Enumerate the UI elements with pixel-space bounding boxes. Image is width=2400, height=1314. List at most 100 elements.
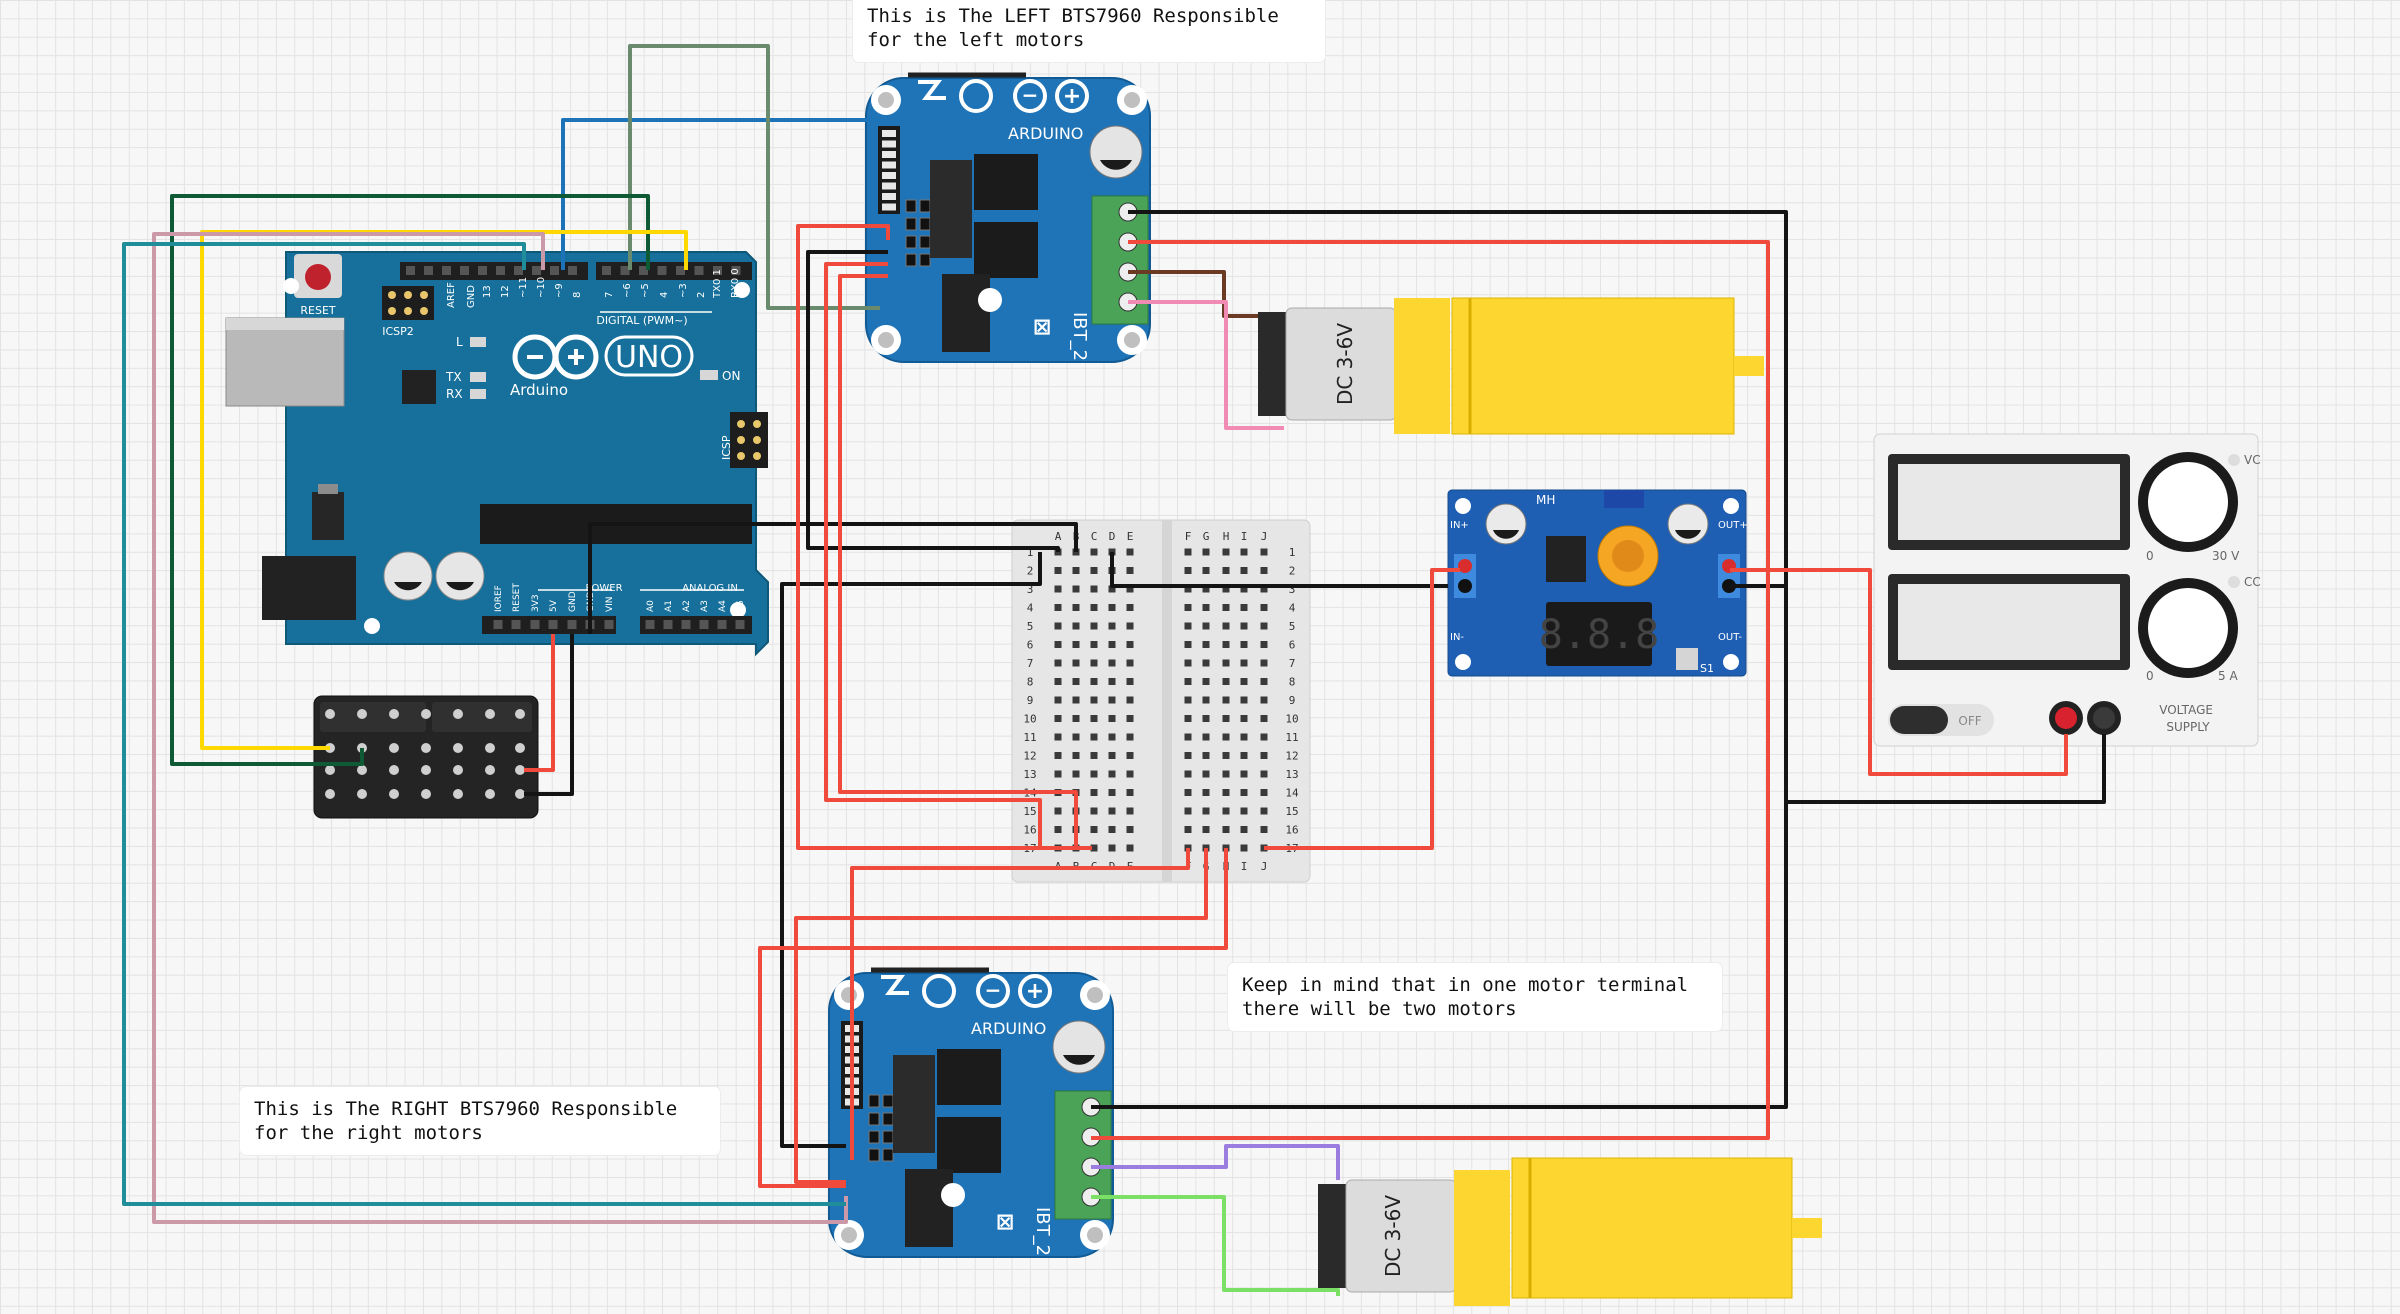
breadboard-hole[interactable] — [1072, 715, 1080, 722]
breadboard-hole[interactable] — [1240, 807, 1248, 815]
breadboard-hole[interactable] — [1222, 733, 1230, 741]
breadboard-hole[interactable] — [1240, 826, 1248, 833]
breadboard-hole[interactable] — [1108, 752, 1116, 759]
breadboard-hole[interactable] — [1184, 678, 1192, 685]
breadboard-hole[interactable] — [1126, 604, 1134, 611]
breadboard-hole[interactable] — [1090, 678, 1098, 685]
breadboard-hole[interactable] — [1108, 585, 1116, 593]
breadboard-hole[interactable] — [1072, 733, 1080, 741]
breadboard-hole[interactable] — [1222, 548, 1230, 556]
breadboard-hole[interactable] — [1184, 604, 1192, 611]
breadboard-hole[interactable] — [1222, 622, 1230, 630]
breadboard-hole[interactable] — [1222, 604, 1230, 611]
breadboard-hole[interactable] — [1090, 604, 1098, 611]
breadboard-hole[interactable] — [1260, 622, 1268, 630]
breadboard-hole[interactable] — [1072, 622, 1080, 630]
breadboard-hole[interactable] — [1260, 826, 1268, 833]
breadboard-hole[interactable] — [1126, 567, 1134, 574]
breadboard-hole[interactable] — [1126, 715, 1134, 722]
breadboard-hole[interactable] — [1072, 585, 1080, 593]
breadboard-hole[interactable] — [1260, 789, 1268, 796]
breadboard-hole[interactable] — [1260, 807, 1268, 815]
breadboard-hole[interactable] — [1108, 659, 1116, 667]
breadboard-hole[interactable] — [1184, 826, 1192, 833]
breadboard-hole[interactable] — [1202, 678, 1210, 685]
power-supply[interactable]: VC CC 0 30 V 0 5 A OFF VOLTAGE SUPPLY — [1873, 433, 2261, 747]
breadboard-hole[interactable] — [1108, 770, 1116, 778]
breadboard-hole[interactable] — [1202, 622, 1210, 630]
breadboard-hole[interactable] — [1260, 585, 1268, 593]
breadboard-hole[interactable] — [1090, 548, 1098, 556]
breadboard-hole[interactable] — [1222, 789, 1230, 796]
breadboard-hole[interactable] — [1240, 733, 1248, 741]
breadboard-hole[interactable] — [1260, 548, 1268, 556]
breadboard-hole[interactable] — [1222, 641, 1230, 648]
breadboard-hole[interactable] — [1240, 567, 1248, 574]
breadboard-hole[interactable] — [1054, 715, 1062, 722]
breadboard-hole[interactable] — [1184, 585, 1192, 593]
breadboard-hole[interactable] — [1222, 826, 1230, 833]
breadboard-hole[interactable] — [1054, 752, 1062, 759]
breadboard-hole[interactable] — [1202, 585, 1210, 593]
breadboard-hole[interactable] — [1184, 807, 1192, 815]
breadboard-hole[interactable] — [1108, 807, 1116, 815]
breadboard-hole[interactable] — [1240, 752, 1248, 759]
breadboard-hole[interactable] — [1108, 622, 1116, 630]
breadboard-hole[interactable] — [1222, 585, 1230, 593]
motor-right[interactable]: DC 3-6V — [1318, 1157, 1822, 1306]
breadboard-hole[interactable] — [1090, 567, 1098, 574]
breadboard-hole[interactable] — [1222, 659, 1230, 667]
breadboard-hole[interactable] — [1260, 678, 1268, 685]
breadboard-hole[interactable] — [1240, 678, 1248, 685]
breadboard-hole[interactable] — [1184, 548, 1192, 556]
breadboard-hole[interactable] — [1054, 678, 1062, 685]
breadboard-hole[interactable] — [1240, 548, 1248, 556]
breadboard-hole[interactable] — [1222, 678, 1230, 685]
breadboard-hole[interactable] — [1090, 733, 1098, 741]
breadboard-hole[interactable] — [1108, 678, 1116, 685]
breadboard-hole[interactable] — [1222, 567, 1230, 574]
breadboard-hole[interactable] — [1222, 715, 1230, 722]
breadboard-hole[interactable] — [1184, 659, 1192, 667]
driver-left[interactable]: − + ARDUINO IBT_2 ⊠ — [865, 72, 1151, 363]
breadboard-hole[interactable] — [1090, 715, 1098, 722]
breadboard-hole[interactable] — [1222, 770, 1230, 778]
breadboard-hole[interactable] — [1240, 585, 1248, 593]
breadboard-hole[interactable] — [1108, 826, 1116, 833]
breadboard-hole[interactable] — [1090, 844, 1098, 852]
breadboard-hole[interactable] — [1090, 826, 1098, 833]
breadboard-hole[interactable] — [1090, 622, 1098, 630]
breadboard-hole[interactable] — [1240, 641, 1248, 648]
breadboard-hole[interactable] — [1184, 770, 1192, 778]
breadboard-hole[interactable] — [1072, 752, 1080, 759]
breadboard-hole[interactable] — [1202, 567, 1210, 574]
breadboard-hole[interactable] — [1126, 826, 1134, 833]
breadboard-hole[interactable] — [1090, 641, 1098, 648]
breadboard-hole[interactable] — [1260, 696, 1268, 704]
breadboard-hole[interactable] — [1126, 844, 1134, 852]
breadboard-hole[interactable] — [1054, 659, 1062, 667]
s1-button[interactable] — [1676, 648, 1698, 670]
breadboard-hole[interactable] — [1126, 807, 1134, 815]
breadboard-hole[interactable] — [1240, 789, 1248, 796]
breadboard-hole[interactable] — [1240, 604, 1248, 611]
breadboard-hole[interactable] — [1126, 548, 1134, 556]
breadboard-hole[interactable] — [1240, 659, 1248, 667]
breadboard-hole[interactable] — [1184, 715, 1192, 722]
breadboard-hole[interactable] — [1260, 752, 1268, 759]
breadboard-hole[interactable] — [1108, 789, 1116, 796]
breadboard-hole[interactable] — [1184, 622, 1192, 630]
breadboard-hole[interactable] — [1222, 807, 1230, 815]
driver-right[interactable]: − + ARDUINO IBT_2 ⊠ — [828, 967, 1114, 1258]
battery-holder[interactable] — [313, 695, 539, 819]
breadboard-hole[interactable] — [1072, 641, 1080, 648]
breadboard-hole[interactable] — [1054, 696, 1062, 704]
breadboard-hole[interactable] — [1240, 770, 1248, 778]
breadboard-hole[interactable] — [1202, 826, 1210, 833]
breadboard-hole[interactable] — [1126, 733, 1134, 741]
breadboard-hole[interactable] — [1202, 752, 1210, 759]
breadboard-hole[interactable] — [1260, 641, 1268, 648]
breadboard-hole[interactable] — [1126, 696, 1134, 704]
breadboard-hole[interactable] — [1184, 789, 1192, 796]
